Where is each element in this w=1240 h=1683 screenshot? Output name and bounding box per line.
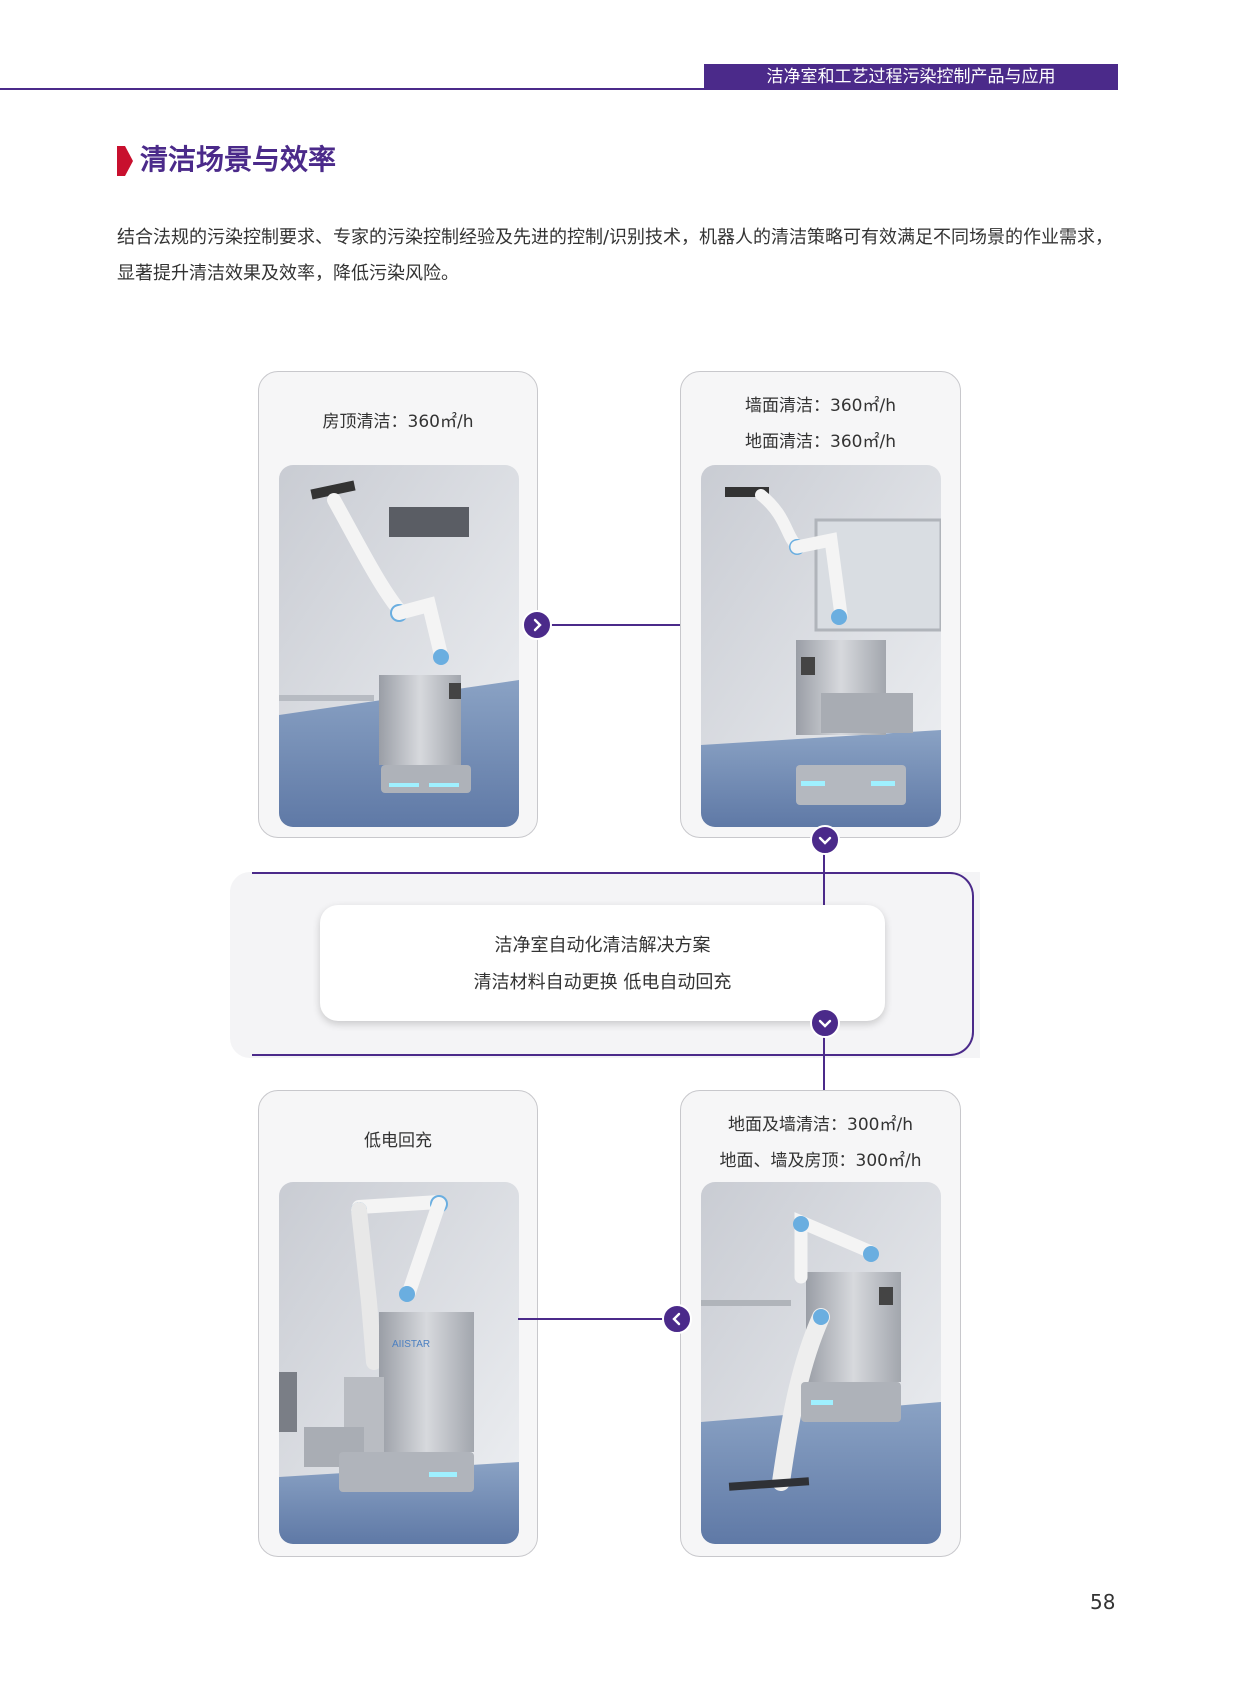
solution-card: 洁净室自动化清洁解决方案 清洁材料自动更换 低电自动回充 xyxy=(320,905,885,1021)
chevron-down-icon xyxy=(818,836,832,845)
solution-subtitle: 清洁材料自动更换 低电自动回充 xyxy=(473,972,732,993)
arrow-down-button-2 xyxy=(810,1008,840,1038)
card-low-power-label: 低电回充 xyxy=(364,1131,432,1151)
intro-line-2: 显著提升清洁效果及效率，降低污染风险。 xyxy=(117,263,459,284)
photo-wall-robot xyxy=(701,465,941,827)
chevron-down-icon xyxy=(818,1019,832,1028)
connector-bottom xyxy=(518,1318,680,1320)
connector-top xyxy=(545,624,680,626)
card-wall-label: 墙面清洁：360㎡/h xyxy=(745,396,896,416)
panel-top-rule xyxy=(252,872,807,874)
photo-floor-robot xyxy=(701,1182,941,1544)
card-wall-floor-cleaning: 墙面清洁：360㎡/h 地面清洁：360㎡/h xyxy=(680,371,961,838)
intro-paragraph: 结合法规的污染控制要求、专家的污染控制经验及先进的控制/识别技术，机器人的清洁策… xyxy=(117,220,1127,292)
title-marker-icon xyxy=(117,146,133,176)
chevron-left-icon xyxy=(672,1312,681,1326)
solution-title: 洁净室自动化清洁解决方案 xyxy=(494,935,711,956)
panel-outline-right xyxy=(786,872,974,1056)
connector-right-bottom xyxy=(823,1026,825,1092)
panel-bottom-rule xyxy=(252,1054,807,1056)
card-floor-wall-ceiling-cleaning: 地面及墙清洁：300㎡/h 地面、墙及房顶：300㎡/h xyxy=(680,1090,961,1557)
section-title: 清洁场景与效率 xyxy=(140,143,337,176)
arrow-left-button xyxy=(662,1304,692,1334)
header-rule xyxy=(0,88,1118,90)
card-floor-wall-label: 地面及墙清洁：300㎡/h xyxy=(728,1115,913,1135)
photo-ceiling-robot xyxy=(279,465,519,827)
header-tab: 洁净室和工艺过程污染控制产品与应用 xyxy=(704,64,1118,90)
intro-line-1: 结合法规的污染控制要求、专家的污染控制经验及先进的控制/识别技术，机器人的清洁策… xyxy=(117,227,1114,248)
page-number: 58 xyxy=(1090,1590,1116,1614)
card-low-power-recharge: 低电回充 AIISTAR xyxy=(258,1090,538,1557)
chevron-right-icon xyxy=(533,618,542,632)
card-floor-wall-ceiling-label: 地面、墙及房顶：300㎡/h xyxy=(719,1151,922,1171)
arrow-right-button xyxy=(522,610,552,640)
connector-right-top xyxy=(823,850,825,906)
card-ceiling-label: 房顶清洁：360㎡/h xyxy=(322,412,474,432)
arrow-down-button-1 xyxy=(810,825,840,855)
card-floor-label: 地面清洁：360㎡/h xyxy=(745,432,896,452)
robot-logo-text: AIISTAR xyxy=(392,1339,430,1350)
photo-recharge-robot: AIISTAR xyxy=(279,1182,519,1544)
card-ceiling-cleaning: 房顶清洁：360㎡/h xyxy=(258,371,538,838)
